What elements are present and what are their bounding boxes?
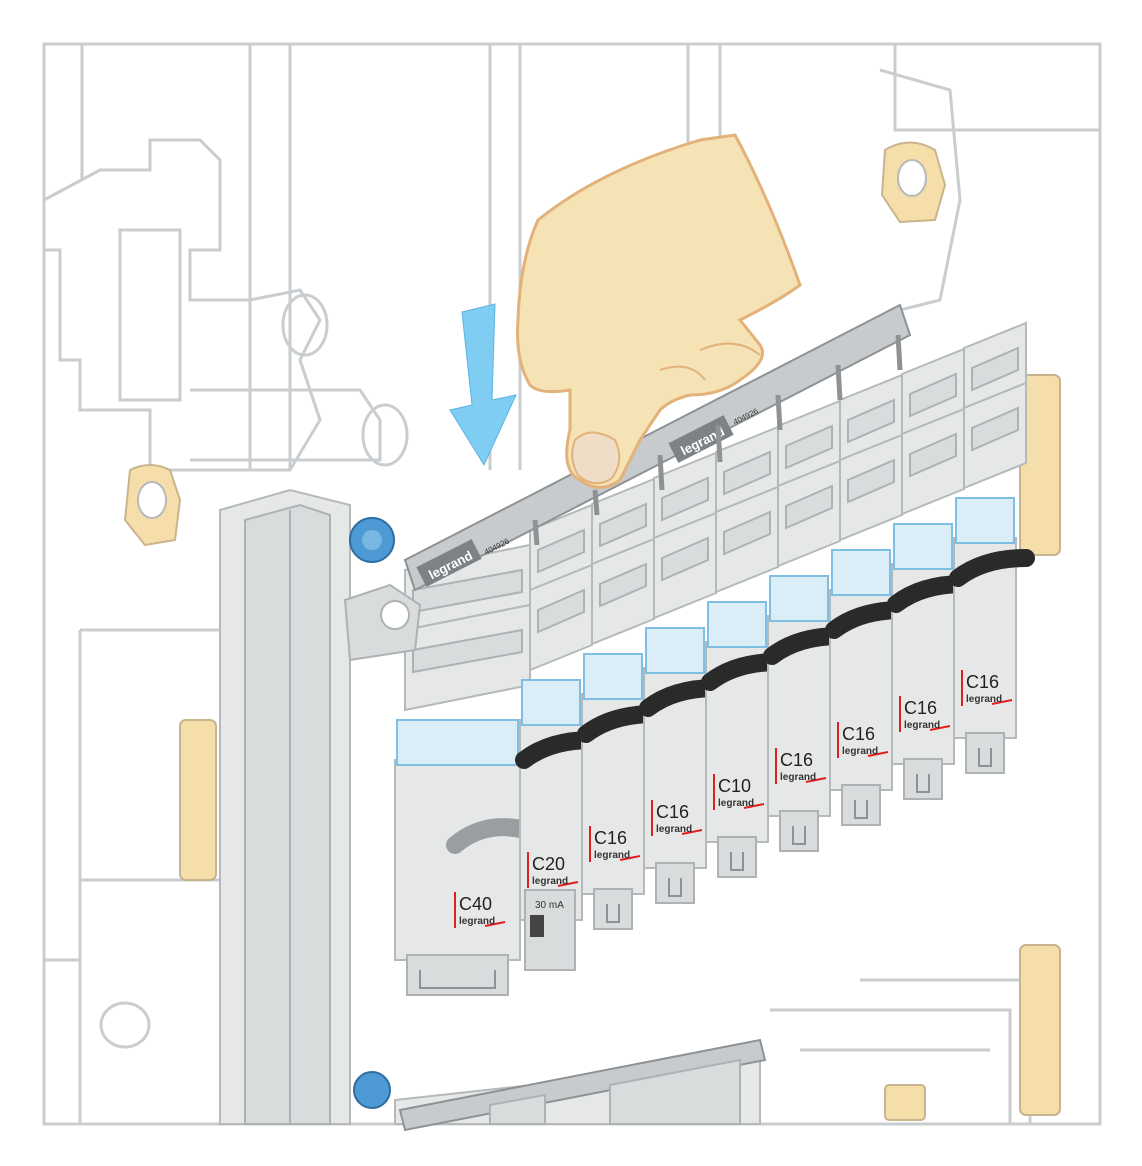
breaker-brand-label: legrand [532,876,568,887]
lower-breaker-row [394,1038,767,1132]
din-rail-support [219,488,351,1125]
breaker-rating-label: C16 [656,802,689,822]
breaker-rating-label: C40 [459,894,492,914]
breaker-brand-label: legrand [656,824,692,835]
busbar-compartment [529,503,593,672]
busbar-compartment [839,373,903,542]
label-window [769,575,829,622]
comb-pins [532,334,903,546]
breaker-brand-label: legrand [718,798,754,809]
circuit-breaker[interactable]: C40 legrand [394,719,534,996]
breaker-rating-label: C16 [780,750,813,770]
busbar-compartment [777,399,841,568]
label-window [955,497,1015,544]
circuit-breaker[interactable]: C16 legrand [825,549,911,826]
label-window [831,549,891,596]
circuit-breaker[interactable]: C16 legrand [949,497,1035,774]
breaker-row: C40legrandC20legrandC16legrandC16legrand… [394,497,1035,996]
breaker-rating-label: C16 [594,828,627,848]
breaker-rating-label: C10 [718,776,751,796]
label-window [583,653,643,700]
blue-screws [343,517,422,1109]
rcd-test-module: 30 mA [524,889,576,971]
breaker-rating-label: C16 [842,724,875,744]
breaker-brand-label: legrand [842,746,878,757]
breaker-brand-label: legrand [966,694,1002,705]
breaker-brand-label: legrand [780,772,816,783]
rcd-sensitivity-label: 30 mA [535,900,564,911]
breaker-top-row [404,321,1027,712]
down-arrow-icon [449,303,517,467]
breaker-rating-label: C20 [532,854,565,874]
label-window [521,679,581,726]
label-window [893,523,953,570]
breaker-rating-label: C16 [966,672,999,692]
breaker-brand-label: legrand [594,850,630,861]
toggle-switch[interactable] [949,549,1035,587]
busbar-compartment [901,347,965,516]
label-window [707,601,767,648]
busbar-compartment [715,425,779,594]
busbar-compartment [963,321,1027,490]
hand-icon [516,133,802,489]
breaker-brand-label: legrand [904,720,940,731]
label-window [645,627,705,674]
breaker-rating-label: C16 [904,698,937,718]
busbar-compartment [653,451,717,620]
breaker-brand-label: legrand [459,916,495,927]
label-window [396,719,519,766]
busbar-compartment [591,477,655,646]
rcd-test-button[interactable] [530,915,544,937]
toggle-switch[interactable] [446,818,534,854]
